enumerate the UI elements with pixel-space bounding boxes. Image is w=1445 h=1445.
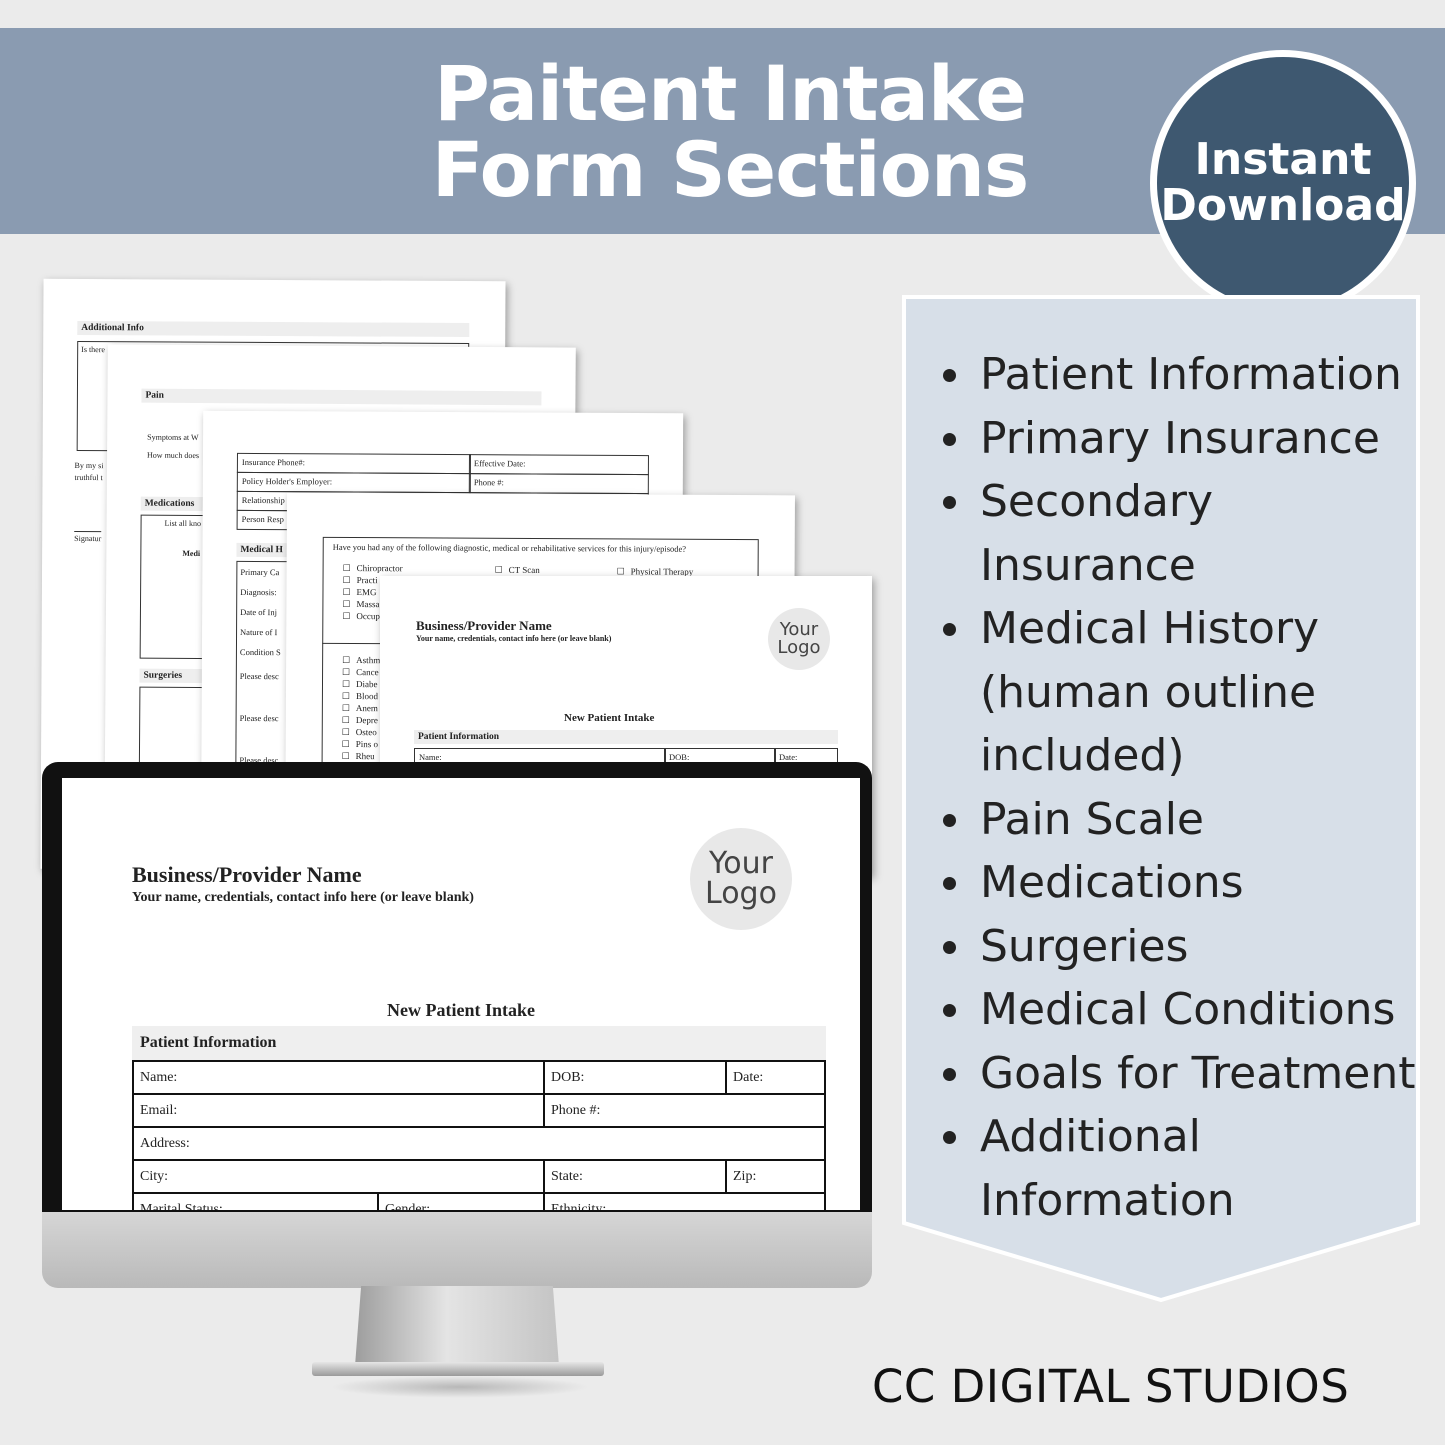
ethnicity-field: Ethnicity: — [543, 1192, 826, 1210]
form-heading: New Patient Intake — [387, 1000, 535, 1020]
checkbox-item: Cance — [342, 667, 379, 678]
gender-field: Gender: — [377, 1192, 545, 1210]
monitor-shadow — [330, 1376, 590, 1398]
field-label: truthful t — [74, 472, 103, 483]
address-field: Address: — [132, 1126, 826, 1161]
field-cell: Effective Date: — [468, 454, 649, 476]
date-field: Date: — [725, 1060, 826, 1095]
list-item: Patient Information — [940, 343, 1420, 407]
checkbox-item: Osteo — [342, 727, 377, 738]
list-item: Secondary Insurance — [940, 470, 1420, 597]
monitor-stand — [355, 1286, 559, 1366]
logo-placeholder: Your Logo — [768, 608, 830, 670]
checkbox-item: Diabe — [342, 679, 378, 690]
checkbox-item: Asthm — [342, 655, 380, 666]
section-header: Pain — [141, 388, 542, 406]
checkbox-item: Occup — [342, 611, 380, 622]
checkbox-item: Rheu — [342, 751, 375, 762]
list-item: Medical History (human outline included) — [940, 597, 1420, 788]
field-cell: Phone #: — [468, 473, 649, 495]
checkbox-item: EMG — [342, 587, 377, 598]
monitor-base — [312, 1362, 604, 1376]
page-title: Paitent Intake Form Sections — [380, 56, 1080, 208]
logo-placeholder: Your Logo — [690, 828, 792, 930]
section-header: Patient Information — [414, 730, 838, 744]
title-line-2: Form Sections — [431, 125, 1029, 214]
monitor-chin — [42, 1212, 872, 1288]
checkbox-item: Practi — [343, 575, 378, 586]
panel-background — [902, 295, 1420, 1303]
sections-panel: Patient Information Primary Insurance Se… — [902, 295, 1420, 1305]
dob-field: DOB: — [543, 1060, 727, 1095]
business-name: Business/Provider Name — [416, 618, 552, 633]
field-label: By my si — [74, 460, 104, 471]
field-label: Symptoms at W — [147, 432, 199, 443]
logo-text: Logo — [705, 876, 777, 911]
form-heading: New Patient Intake — [564, 712, 655, 724]
business-name: Business/Provider Name — [132, 862, 362, 887]
checkbox-item: Blood — [342, 691, 378, 702]
list-item: Pain Scale — [940, 788, 1420, 852]
question-text: Have you had any of the following diagno… — [332, 541, 687, 554]
checkbox-item: Depre — [342, 715, 378, 726]
section-header: Patient Information — [132, 1026, 826, 1060]
list-item: Medical Conditions — [940, 978, 1420, 1042]
monitor-screen: Business/Provider Name Your name, creden… — [62, 778, 860, 1210]
phone-field: Phone #: — [543, 1093, 826, 1128]
field-cell: Policy Holder's Employer: — [236, 471, 471, 494]
instant-download-badge: Instant Download — [1150, 50, 1416, 316]
title-line-1: Paitent Intake — [434, 49, 1027, 138]
field-label: Medi — [182, 548, 201, 559]
list-item: Additional Information — [940, 1105, 1420, 1232]
monitor-mockup: Business/Provider Name Your name, creden… — [42, 762, 872, 1288]
checkbox-item: Pins o — [342, 739, 378, 750]
list-item: Surgeries — [940, 915, 1420, 979]
logo-text: Your — [708, 846, 774, 881]
business-subtitle: Your name, credentials, contact info her… — [132, 890, 474, 905]
list-item: Medications — [940, 851, 1420, 915]
list-item: Goals for Treatment — [940, 1042, 1420, 1106]
checkbox-item: Anem — [342, 703, 378, 714]
name-field: Name: — [132, 1060, 545, 1095]
marital-field: Marital Status: — [132, 1192, 379, 1210]
checkbox-item: Chiropractor — [343, 563, 403, 574]
email-field: Email: — [132, 1093, 545, 1128]
checkbox-item: CT Scan — [495, 565, 540, 576]
sections-list: Patient Information Primary Insurance Se… — [940, 343, 1420, 1232]
logo-text: Logo — [777, 637, 821, 658]
logo-text: Your — [779, 619, 819, 640]
city-field: City: — [132, 1159, 545, 1194]
list-item: Primary Insurance — [940, 407, 1420, 471]
field-label: List all kno — [164, 518, 202, 529]
field-cell: Insurance Phone#: — [236, 452, 471, 475]
business-subtitle: Your name, credentials, contact info her… — [416, 634, 612, 643]
brand-footer: CC DIGITAL STUDIOS — [872, 1360, 1350, 1413]
signature-label: Signatur — [74, 530, 102, 544]
section-header: Additional Info — [77, 320, 470, 338]
state-field: State: — [543, 1159, 727, 1194]
field-label: How much does — [147, 450, 200, 461]
field-label: Is there — [81, 344, 105, 355]
badge-line-1: Instant — [1194, 134, 1372, 185]
zip-field: Zip: — [725, 1159, 826, 1194]
checkbox-item: Massa — [342, 599, 379, 610]
badge-line-2: Download — [1160, 180, 1406, 231]
